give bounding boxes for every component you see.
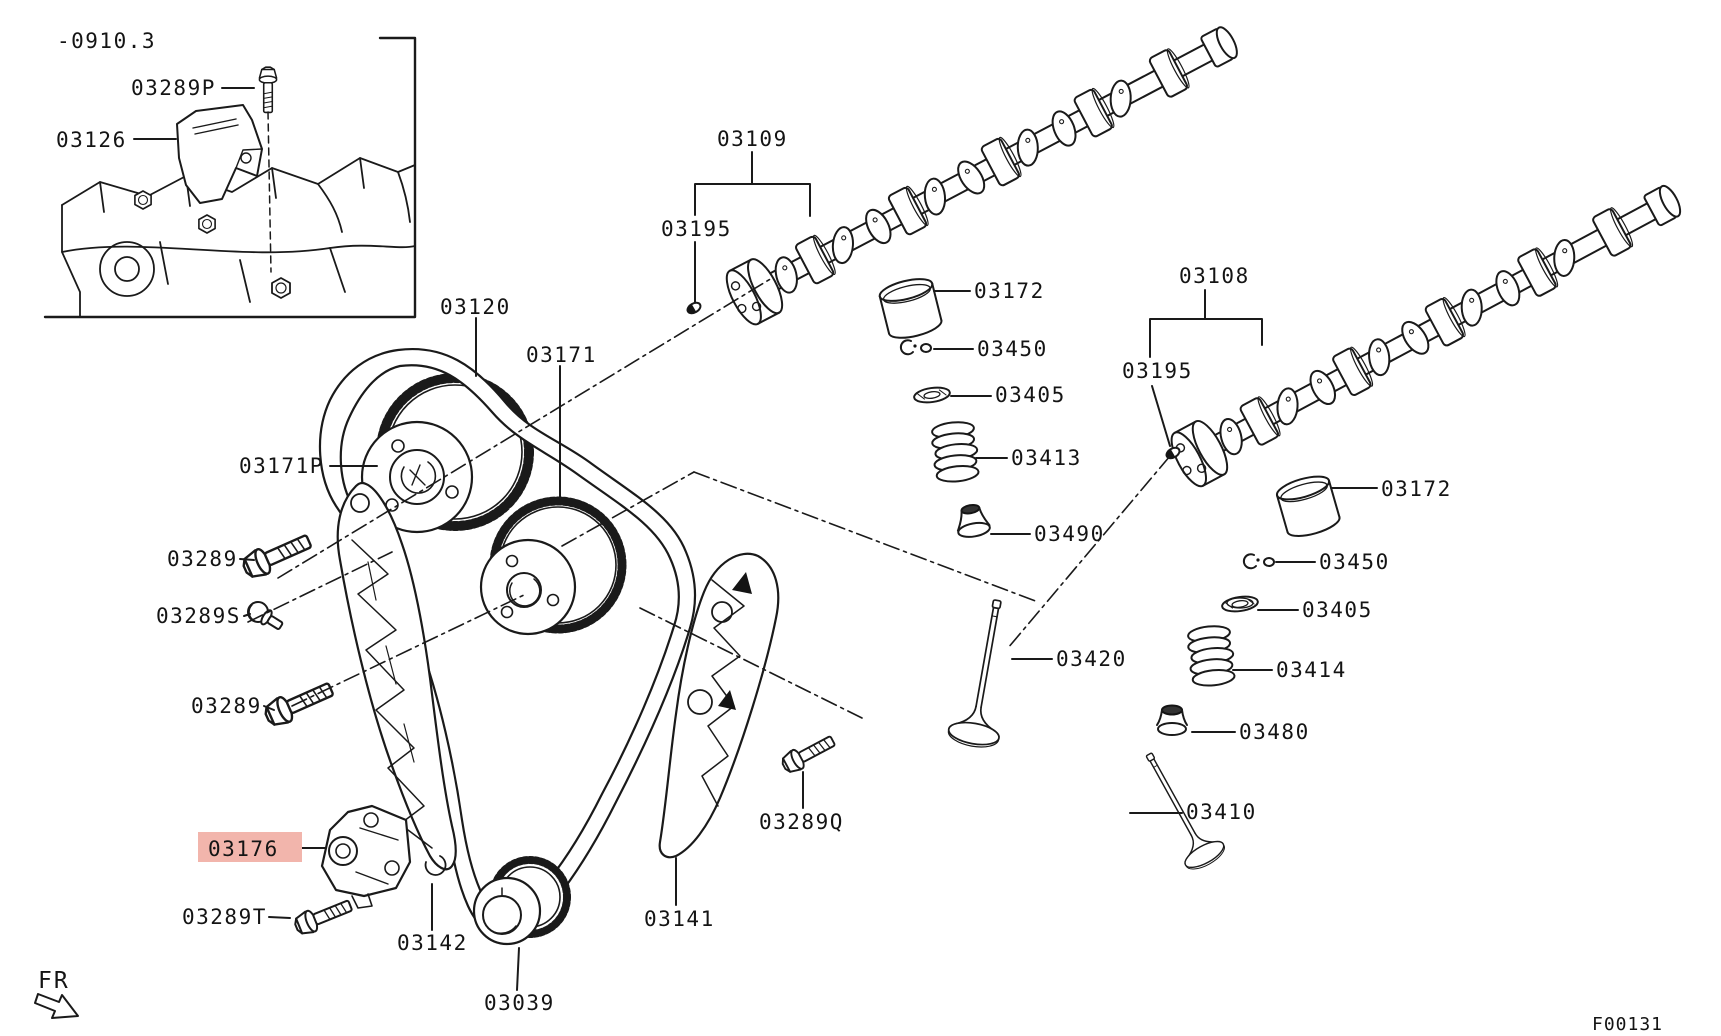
part-label-03410[interactable]: 03410 (1186, 800, 1257, 824)
spring-03414-drawing (1185, 623, 1238, 689)
part-label-03171P[interactable]: 03171P (239, 454, 324, 478)
seat-03405b-drawing (1220, 593, 1260, 615)
part-label-03405-upper[interactable]: 03405 (995, 383, 1066, 407)
bolt-03289Q-drawing (778, 730, 839, 777)
spring-03413-drawing (929, 419, 982, 485)
part-label-03039[interactable]: 03039 (484, 991, 555, 1015)
part-label-03289P[interactable]: 03289P (131, 76, 216, 100)
seat-03405a-drawing (912, 384, 952, 406)
bolt-03289T-drawing (291, 894, 356, 939)
part-label-03414[interactable]: 03414 (1276, 658, 1347, 682)
part-label-03480[interactable]: 03480 (1239, 720, 1310, 744)
leader-lines (133, 87, 1378, 991)
part-label-03195-upper[interactable]: 03195 (661, 217, 732, 241)
locks-03450a-drawing (899, 339, 932, 356)
engine-block-drawing (61, 157, 416, 318)
seal-03490-drawing (952, 501, 992, 541)
valve-03420-drawing (945, 595, 1024, 752)
part-label-03405-lower[interactable]: 03405 (1302, 598, 1373, 622)
part-label-03490[interactable]: 03490 (1034, 522, 1105, 546)
part-label-03172-lower[interactable]: 03172 (1381, 477, 1452, 501)
part-label-03289-upper[interactable]: 03289 (167, 547, 238, 571)
inset-note-label: -0910.3 (57, 29, 156, 53)
crank-sprocket-03039-drawing (472, 856, 571, 946)
chain-guide-03141-drawing (658, 552, 780, 859)
inset-detail-box (43, 36, 417, 319)
bolt-03289P-drawing (258, 66, 278, 273)
front-direction-arrow-icon (34, 993, 79, 1019)
part-label-03172-upper[interactable]: 03172 (974, 279, 1045, 303)
part-label-03141[interactable]: 03141 (644, 907, 715, 931)
part-label-03289T[interactable]: 03289T (182, 905, 267, 929)
dowel-03195a-drawing (684, 299, 704, 317)
part-label-03450-upper[interactable]: 03450 (977, 337, 1048, 361)
tensioner-03176-drawing (320, 804, 412, 909)
part-label-03420[interactable]: 03420 (1056, 647, 1127, 671)
cam-sprocket-03171-drawing (479, 496, 627, 636)
retainer-03480-drawing (1156, 704, 1188, 736)
part-label-03450-lower[interactable]: 03450 (1319, 550, 1390, 574)
part-label-03289S[interactable]: 03289S (156, 604, 241, 628)
cover-plate-03126-drawing (176, 104, 263, 204)
highlight-selected-part (198, 832, 302, 862)
part-label-03171[interactable]: 03171 (526, 343, 597, 367)
chain-guide-03142-drawing (336, 481, 457, 876)
front-marker-label: FR (38, 968, 70, 994)
part-label-03176-highlighted[interactable]: 03176 (208, 837, 279, 861)
figure-code-label: F00131 (1592, 1014, 1663, 1035)
part-label-03126[interactable]: 03126 (56, 128, 127, 152)
part-label-03120[interactable]: 03120 (440, 295, 511, 319)
centerlines (247, 277, 1171, 719)
locks-03450b-drawing (1242, 553, 1275, 570)
part-label-03195-lower[interactable]: 03195 (1122, 359, 1193, 383)
part-label-03289-lower[interactable]: 03289 (191, 694, 262, 718)
tappet-03172b-drawing (1273, 470, 1343, 542)
part-labels: -0910.3 03289P 03126 03120 03171 03109 0… (38, 29, 1663, 1035)
part-label-03413[interactable]: 03413 (1011, 446, 1082, 470)
camshaft-03108-drawing (1165, 172, 1690, 491)
part-label-03289Q[interactable]: 03289Q (759, 810, 844, 834)
bolt-03289S-drawing (247, 601, 284, 630)
bolt-03289-upper-drawing (238, 527, 316, 583)
tappet-03172a-drawing (876, 273, 945, 344)
part-label-03142[interactable]: 03142 (397, 931, 468, 955)
part-label-03109[interactable]: 03109 (717, 127, 788, 151)
part-label-03108[interactable]: 03108 (1179, 264, 1250, 288)
